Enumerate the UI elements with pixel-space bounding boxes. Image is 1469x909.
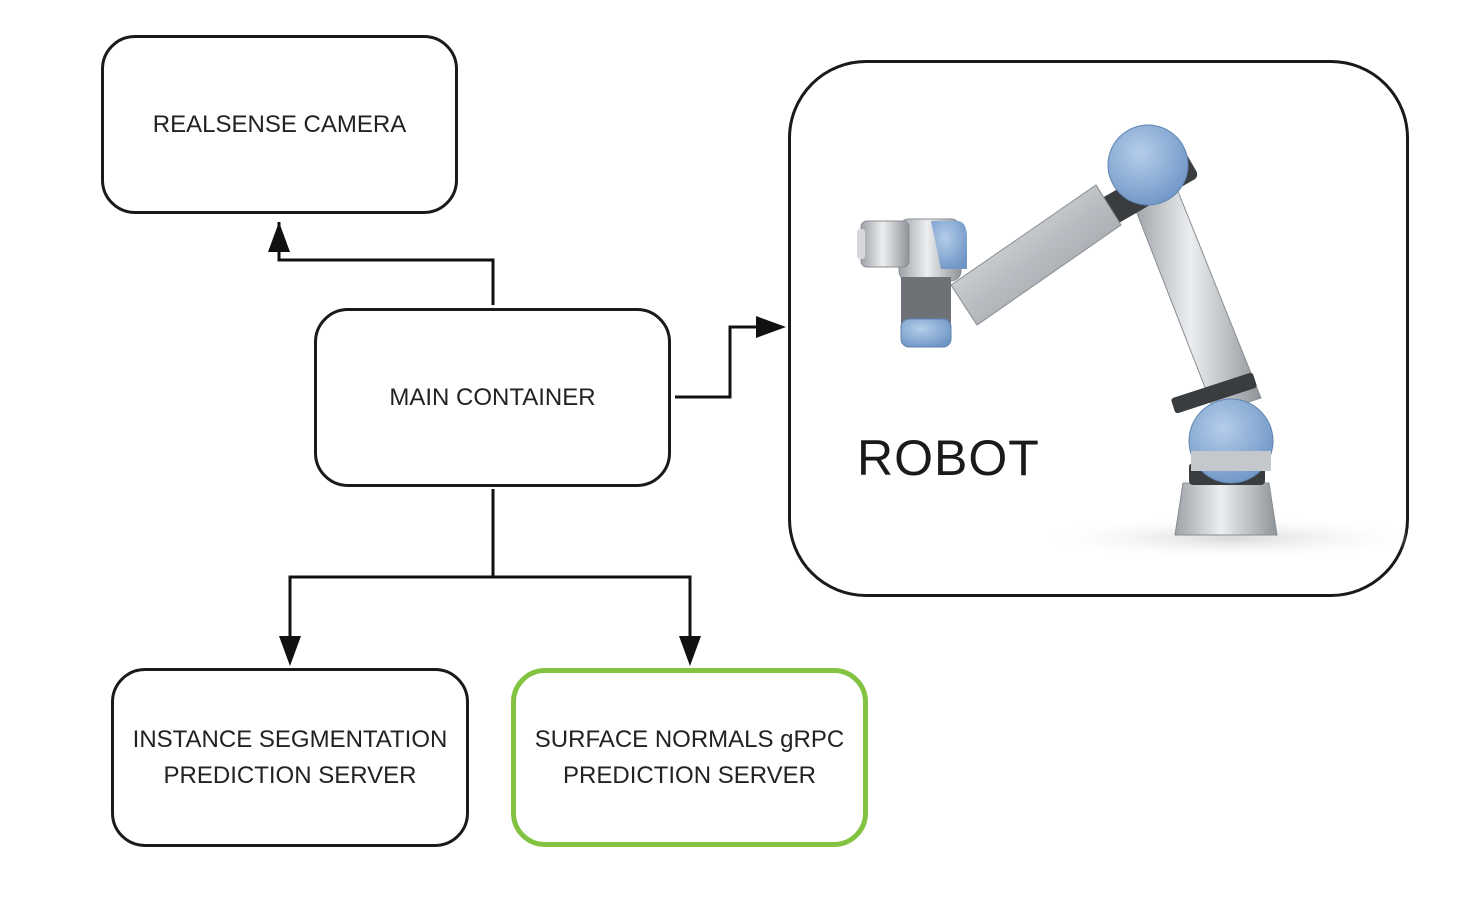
edge-main-to-robot-head xyxy=(756,316,786,338)
normals-server-label-line2: PREDICTION SERVER xyxy=(563,761,816,789)
surface-normals-server-node: SURFACE NORMALS gRPC PREDICTION SERVER xyxy=(511,668,868,847)
instance-server-label-line2: PREDICTION SERVER xyxy=(163,761,417,789)
edge-main-to-normals xyxy=(493,575,692,638)
edge-main-to-instance xyxy=(288,575,493,638)
robot-node: ROBOT xyxy=(788,60,1409,597)
robot-label: ROBOT xyxy=(857,430,1040,486)
realsense-camera-label: REALSENSE CAMERA xyxy=(152,110,407,138)
instance-segmentation-server-node: INSTANCE SEGMENTATION PREDICTION SERVER xyxy=(111,668,469,847)
main-container-node: MAIN CONTAINER xyxy=(314,308,671,487)
instance-server-label-line1: INSTANCE SEGMENTATION xyxy=(132,725,448,753)
robotic-arm-illustration xyxy=(857,124,1406,560)
edge-main-to-robot xyxy=(675,325,760,399)
realsense-camera-node: REALSENSE CAMERA xyxy=(101,35,458,214)
main-container-label: MAIN CONTAINER xyxy=(389,383,596,411)
edge-main-to-camera xyxy=(277,222,495,305)
edge-main-to-instance-head xyxy=(279,636,301,666)
edge-main-to-camera-head xyxy=(268,222,290,252)
edge-main-to-normals-head xyxy=(679,636,701,666)
normals-server-label-line1: SURFACE NORMALS gRPC xyxy=(534,725,845,753)
